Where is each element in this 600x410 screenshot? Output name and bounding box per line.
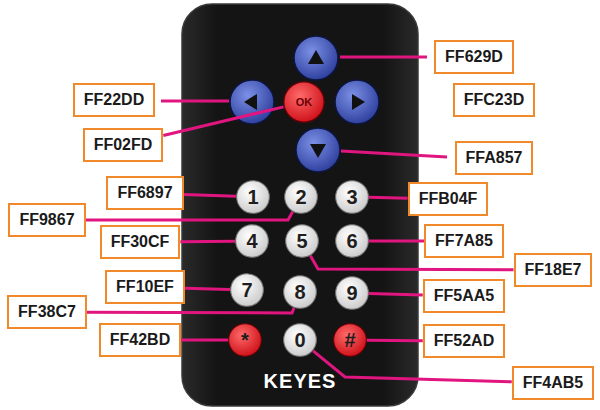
button-circle: [231, 274, 264, 307]
button-circle: [285, 181, 318, 214]
remote-button: #: [333, 323, 367, 357]
remote-button: *: [228, 323, 262, 357]
code-text: 9: [346, 283, 357, 303]
code-text: FF6897: [117, 184, 172, 202]
button-circle: [284, 276, 317, 309]
right-button: [335, 80, 379, 124]
button-circle: [334, 324, 367, 357]
leader-line: [340, 56, 427, 59]
up-triangle: [308, 50, 324, 64]
code-text: FFC23D: [464, 91, 524, 109]
button-circle: [336, 225, 369, 258]
button-circle: [237, 181, 270, 214]
leader-line: [161, 100, 229, 103]
code-text: FF629D: [445, 48, 503, 66]
remote-button: OK: [283, 81, 325, 123]
code-box: FF629D: [434, 40, 514, 74]
leader-line: [367, 339, 423, 342]
code-box: FF18E7: [514, 253, 593, 287]
code-box: FF7A85: [424, 224, 504, 258]
down-button: [296, 128, 340, 172]
code-text: 8: [294, 282, 305, 302]
code-box: FF10EF: [105, 270, 185, 304]
code-text: FF5AA5: [434, 287, 494, 305]
leader-line: [86, 212, 293, 220]
remote-button: 0: [283, 323, 317, 357]
leader-line: [341, 151, 447, 157]
code-text: 3: [346, 187, 357, 207]
remote-button: 6: [335, 224, 369, 258]
button-circle: [286, 225, 319, 258]
leader-line: [163, 107, 283, 136]
code-box: FF22DD: [73, 83, 155, 117]
remote-button: 9: [335, 276, 369, 310]
button-circle: [284, 82, 324, 122]
remote-button: 5: [285, 224, 319, 258]
up-button: [294, 36, 338, 80]
leader-line: [185, 288, 230, 289]
remote-body: [182, 4, 418, 406]
code-text: OK: [296, 97, 313, 108]
code-box: FF30CF: [100, 225, 181, 259]
code-text: FF9867: [19, 211, 74, 229]
leader-line: [87, 308, 294, 313]
code-text: FF7A85: [435, 232, 493, 250]
code-text: 5: [296, 231, 307, 251]
code-box: FF5AA5: [423, 279, 505, 313]
remote-button: 3: [335, 180, 369, 214]
code-text: 4: [246, 231, 257, 251]
code-text: FFA857: [466, 149, 523, 167]
leader-line: [184, 194, 236, 196]
remote-button: 2: [284, 180, 318, 214]
code-text: FF18E7: [525, 261, 582, 279]
left-triangle: [244, 94, 257, 110]
button-circle: [336, 277, 369, 310]
code-box: FF02FD: [83, 128, 164, 162]
leader-line: [369, 293, 423, 294]
code-box: FF9867: [8, 203, 85, 237]
code-text: FF30CF: [111, 233, 170, 251]
remote-button: 8: [283, 275, 317, 309]
button-circle: [336, 181, 369, 214]
button-circle: [229, 324, 262, 357]
code-box: FF52AD: [423, 324, 505, 358]
code-box: FF38C7: [7, 295, 87, 329]
code-box: FFA857: [455, 141, 534, 175]
code-box: FF4AB5: [512, 366, 594, 400]
down-triangle: [310, 144, 326, 158]
leader-line: [369, 240, 424, 243]
code-box: FF6897: [106, 176, 183, 210]
code-text: 2: [295, 187, 306, 207]
code-text: 0: [294, 330, 305, 350]
remote-button: 4: [235, 224, 269, 258]
remote-button: 1: [236, 180, 270, 214]
button-circle: [284, 324, 317, 357]
code-text: FF42BD: [110, 331, 170, 349]
code-text: 6: [346, 231, 357, 251]
code-text: *: [241, 330, 249, 350]
code-text: FF22DD: [84, 91, 144, 109]
remote-button: 7: [230, 273, 264, 307]
button-circle: [236, 225, 269, 258]
code-text: FF38C7: [18, 303, 76, 321]
code-text: FF02FD: [94, 136, 153, 154]
code-text: FF10EF: [116, 278, 174, 296]
right-triangle: [352, 94, 365, 110]
code-box: FFC23D: [453, 83, 535, 117]
code-text: FFB04F: [419, 190, 478, 208]
code-text: 1: [247, 187, 258, 207]
code-text: #: [344, 330, 355, 350]
code-text: FF4AB5: [523, 374, 583, 392]
leader-line: [369, 196, 408, 200]
brand-label: KEYES: [264, 370, 337, 392]
code-text: FF52AD: [434, 332, 494, 350]
leader-line: [181, 339, 228, 342]
code-text: 7: [241, 280, 252, 300]
code-box: FFB04F: [408, 182, 489, 216]
code-box: FF42BD: [99, 323, 181, 357]
leader-line: [180, 240, 235, 243]
